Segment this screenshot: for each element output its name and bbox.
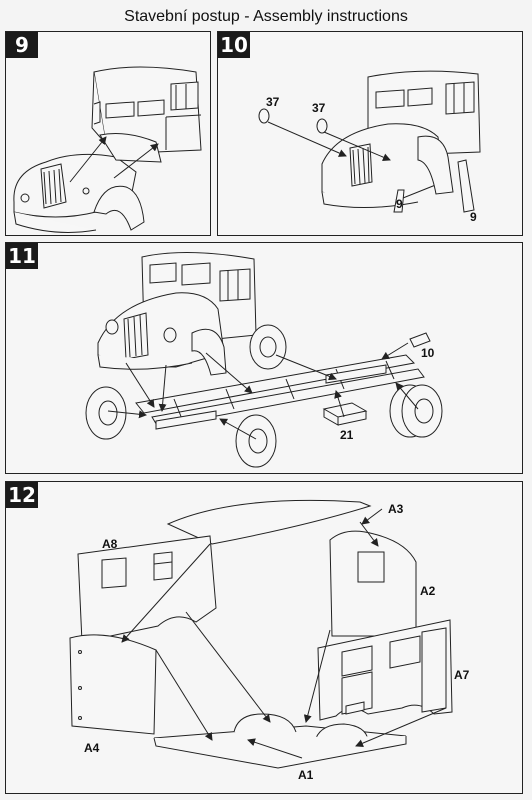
part-10-shape [409,332,431,348]
step-10-illustration [258,70,481,213]
panel-a7-right-wall [317,619,453,721]
wheel-part [235,414,277,468]
step-number-badge: 9 [6,32,38,58]
step-9-panel: 9 [5,31,211,236]
truck-front-assembly [321,70,481,209]
step-number-badge: 10 [218,32,250,58]
part-label-9: 9 [470,210,477,224]
headlight-part [316,118,328,134]
part-label-37: 37 [266,95,280,109]
wheel-part [389,384,443,438]
step-plate-part [457,159,475,213]
part-label-37: 37 [312,101,326,115]
panel-a1-floor [153,713,407,769]
part-label-9: 9 [396,197,403,211]
part-label-21: 21 [340,428,354,442]
panel-label-a4: A4 [84,741,100,755]
step-number-badge: 12 [6,482,38,508]
cab-part [91,66,202,153]
panel-a4-front-wall [69,634,157,735]
panel-a2-back-wall [329,530,417,637]
step-number-badge: 11 [6,243,38,269]
step-12-panel: 12 [5,481,523,794]
panel-label-a7: A7 [454,668,470,682]
panel-label-a2: A2 [420,584,436,598]
hood-part [13,133,162,233]
panel-a8-left-wall [77,535,217,643]
wheel-part [85,386,127,440]
step-10-panel: 10 37 37 9 9 [217,31,523,236]
truck-body-assembly [97,251,257,376]
step-11-illustration [85,251,443,468]
step-11-panel: 11 [5,242,523,474]
chassis-frame-part [135,354,425,430]
part-21-shape [322,402,368,418]
step-12-illustration [69,499,453,769]
panel-label-a3: A3 [388,502,404,516]
panel-label-a1: A1 [298,768,314,782]
panel-label-a8: A8 [102,537,118,551]
headlight-part [258,108,270,124]
panel-a3-roof [166,499,372,545]
step-9-illustration [13,66,202,233]
page-title: Stavební postup - Assembly instructions [124,8,408,25]
part-label-10: 10 [421,346,435,360]
wheel-part [249,324,287,370]
step-plate-part [393,189,405,213]
